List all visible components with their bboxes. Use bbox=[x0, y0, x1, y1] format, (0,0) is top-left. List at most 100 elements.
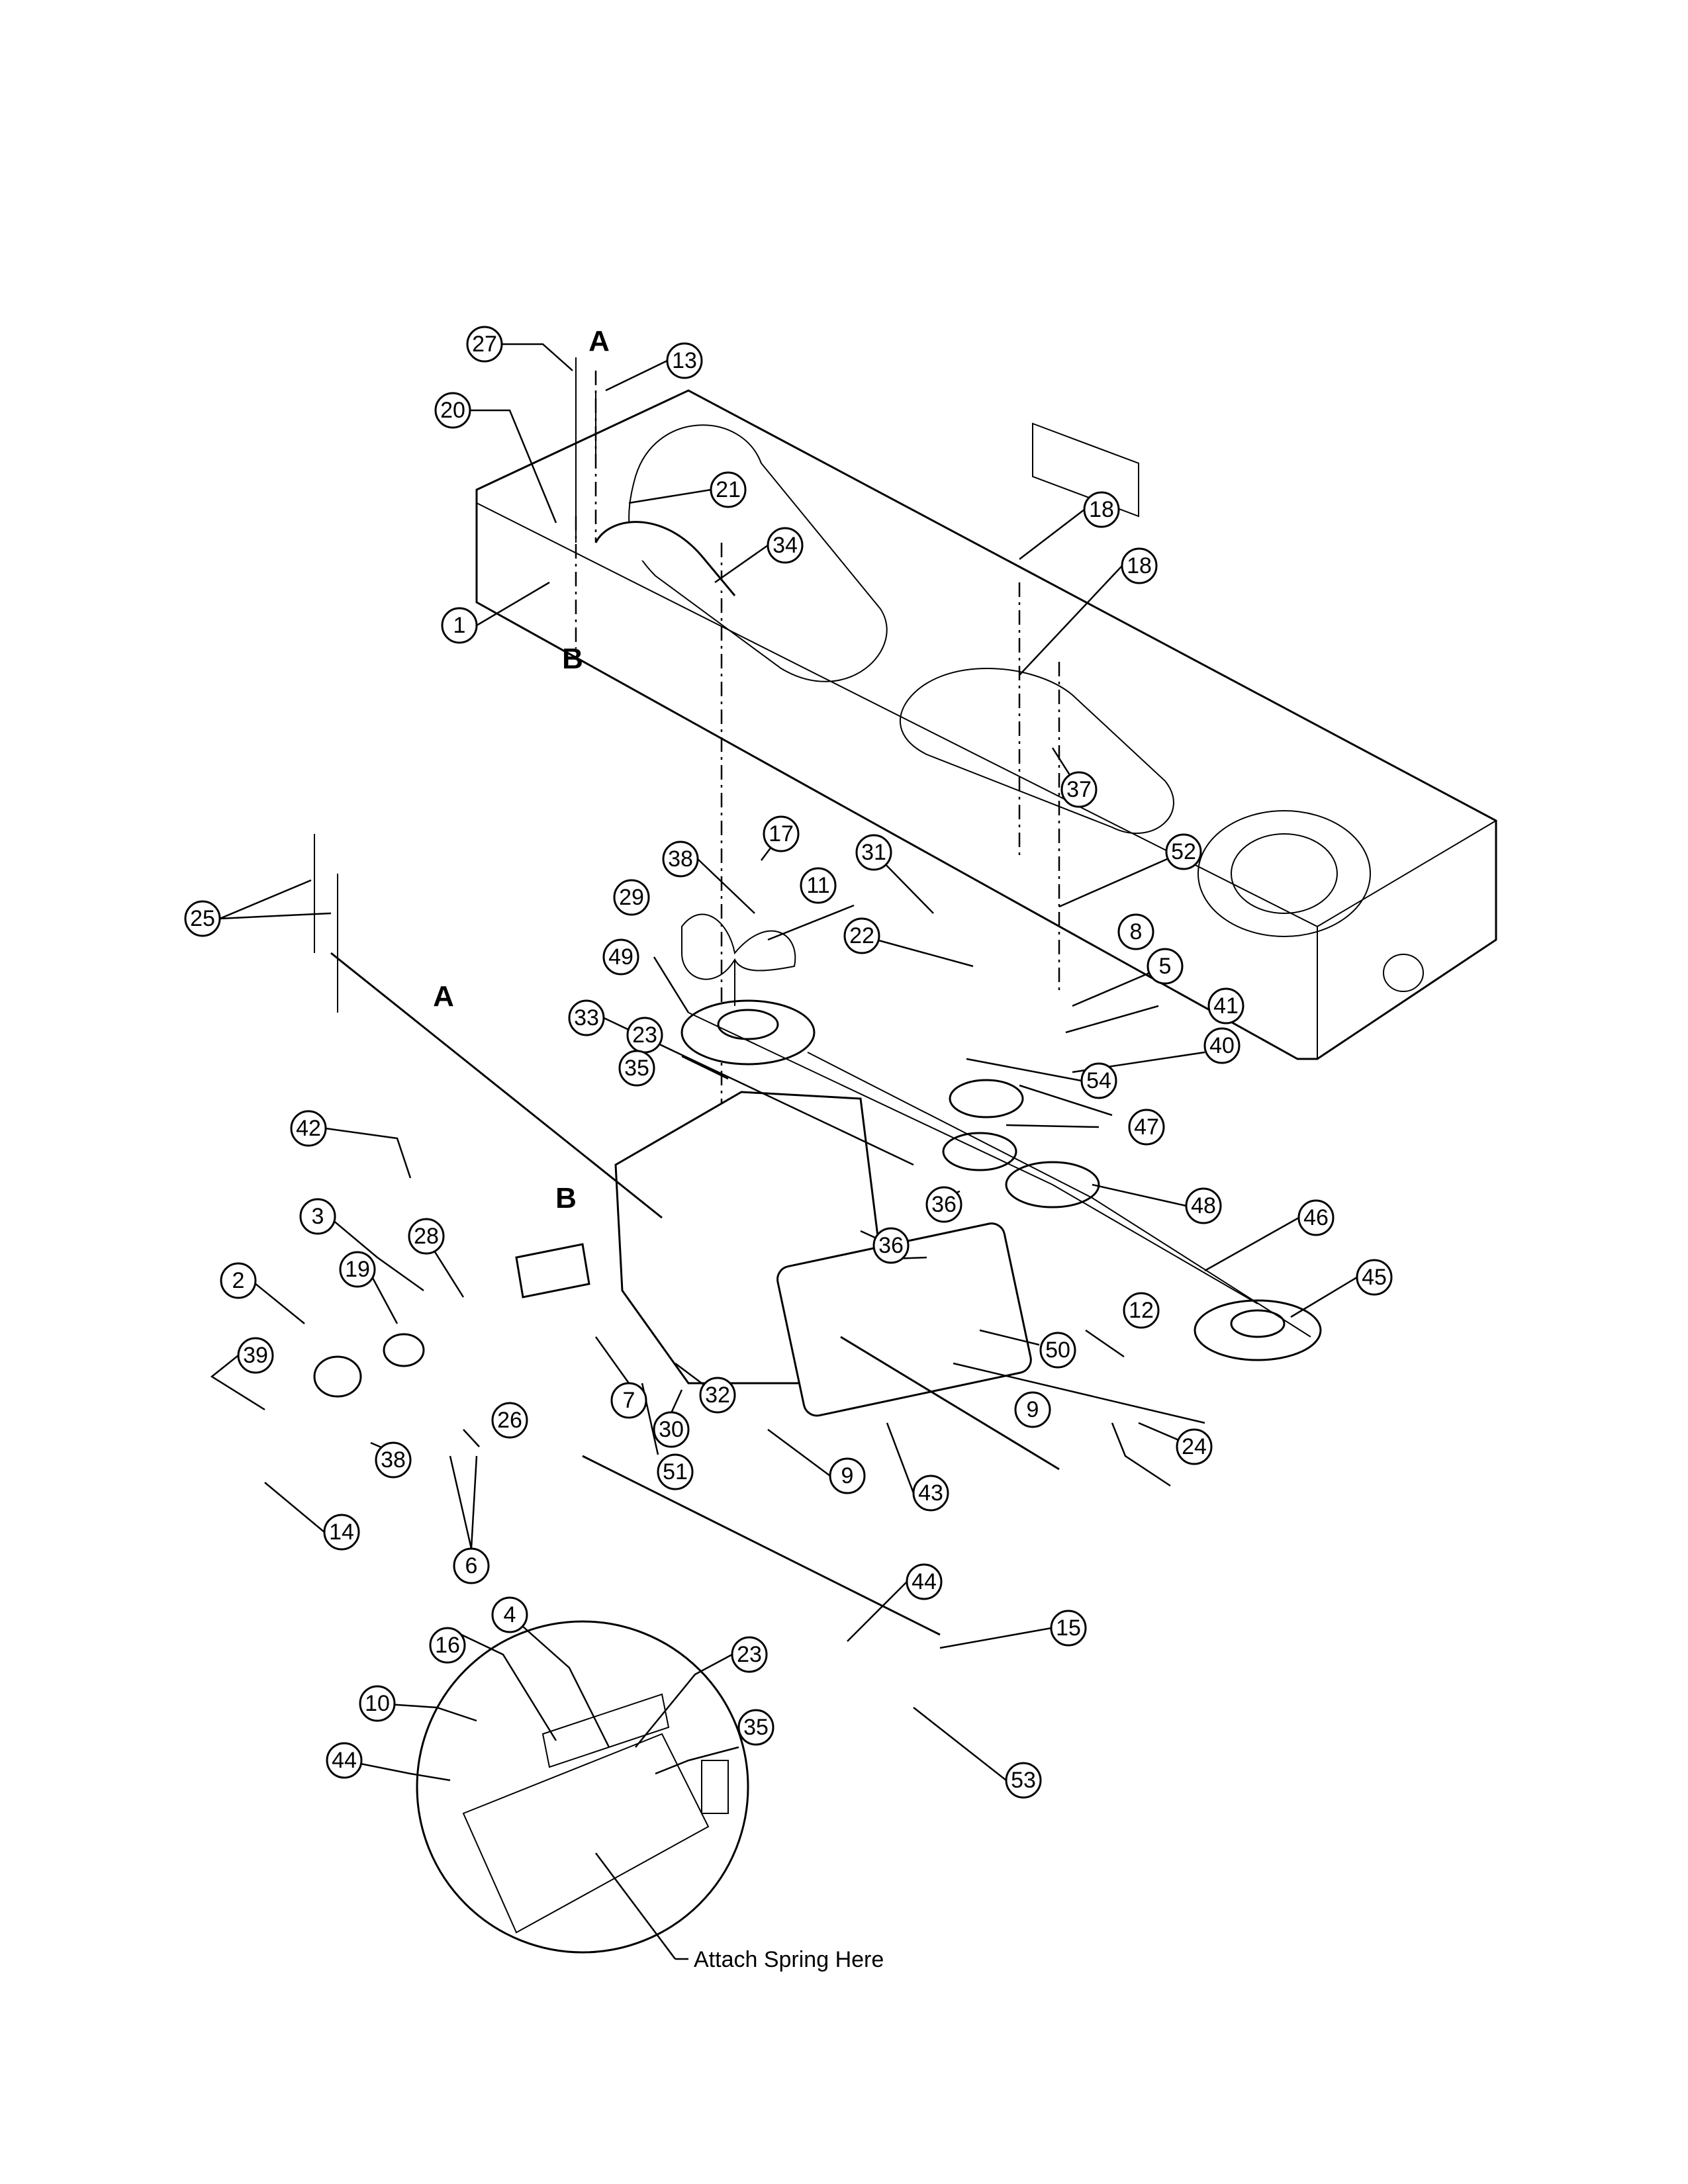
callout-39: 39 bbox=[237, 1337, 274, 1374]
reference-markers: A B A B bbox=[433, 325, 610, 1214]
svg-text:25: 25 bbox=[190, 906, 215, 931]
svg-text:16: 16 bbox=[435, 1633, 460, 1658]
svg-text:54: 54 bbox=[1086, 1068, 1111, 1093]
svg-text:10: 10 bbox=[365, 1691, 390, 1716]
callout-10: 10 bbox=[359, 1685, 396, 1722]
attach-spring-note: Attach Spring Here bbox=[694, 1947, 884, 1972]
svg-text:26: 26 bbox=[497, 1408, 522, 1433]
marker-b-bottom: B bbox=[555, 1182, 577, 1214]
svg-text:53: 53 bbox=[1011, 1768, 1036, 1793]
svg-text:21: 21 bbox=[716, 477, 741, 502]
svg-text:18: 18 bbox=[1127, 553, 1152, 578]
svg-text:1: 1 bbox=[453, 613, 466, 638]
svg-text:24: 24 bbox=[1182, 1434, 1207, 1459]
callout-46: 46 bbox=[1297, 1199, 1335, 1236]
callout-31: 31 bbox=[855, 834, 892, 871]
callout-27: 27 bbox=[466, 326, 503, 363]
svg-text:35: 35 bbox=[743, 1715, 769, 1740]
callout-36b: 36 bbox=[872, 1227, 910, 1264]
callout-44a: 44 bbox=[906, 1563, 943, 1600]
callout-45: 45 bbox=[1356, 1259, 1393, 1296]
marker-a-top: A bbox=[588, 325, 610, 357]
callout-1: 1 bbox=[441, 607, 478, 644]
callout-35b: 35 bbox=[737, 1709, 774, 1746]
svg-text:13: 13 bbox=[672, 348, 697, 373]
callout-47: 47 bbox=[1128, 1109, 1165, 1146]
frame bbox=[475, 389, 1498, 1060]
callout-54: 54 bbox=[1080, 1062, 1117, 1099]
callout-34: 34 bbox=[767, 527, 804, 564]
svg-text:31: 31 bbox=[861, 840, 886, 865]
callouts: 27 13 20 21 34 1 18 18 37 52 17 38 11 29… bbox=[184, 326, 1393, 1799]
callout-30: 30 bbox=[653, 1411, 690, 1448]
marker-a-bottom: A bbox=[433, 980, 454, 1013]
svg-text:9: 9 bbox=[841, 1463, 854, 1488]
marker-b-top: B bbox=[562, 643, 583, 675]
svg-text:47: 47 bbox=[1134, 1115, 1159, 1140]
callout-20: 20 bbox=[434, 392, 471, 429]
svg-text:9: 9 bbox=[1027, 1397, 1039, 1422]
callout-37: 37 bbox=[1060, 771, 1098, 808]
callout-53: 53 bbox=[1005, 1762, 1042, 1799]
callout-16: 16 bbox=[429, 1627, 466, 1664]
transmission-assembly bbox=[614, 913, 1322, 1417]
svg-text:48: 48 bbox=[1191, 1193, 1216, 1218]
svg-text:28: 28 bbox=[414, 1224, 439, 1249]
callout-21: 21 bbox=[710, 471, 747, 508]
callout-13: 13 bbox=[666, 342, 703, 379]
svg-text:32: 32 bbox=[705, 1383, 730, 1408]
svg-text:49: 49 bbox=[608, 944, 633, 970]
callout-24: 24 bbox=[1176, 1428, 1213, 1465]
callout-33: 33 bbox=[568, 999, 605, 1036]
svg-text:50: 50 bbox=[1045, 1338, 1070, 1363]
callout-2: 2 bbox=[220, 1262, 257, 1299]
callout-28: 28 bbox=[408, 1218, 445, 1255]
spring-note: Attach Spring Here bbox=[595, 1852, 884, 1972]
svg-text:27: 27 bbox=[472, 332, 497, 357]
svg-text:15: 15 bbox=[1056, 1615, 1081, 1641]
svg-text:38: 38 bbox=[668, 846, 693, 872]
svg-text:39: 39 bbox=[243, 1343, 268, 1368]
svg-text:5: 5 bbox=[1159, 954, 1172, 979]
callout-22: 22 bbox=[843, 917, 880, 954]
callout-48: 48 bbox=[1185, 1187, 1222, 1224]
callout-49: 49 bbox=[602, 938, 639, 976]
callout-32: 32 bbox=[699, 1377, 736, 1414]
callout-4: 4 bbox=[491, 1596, 528, 1633]
callout-35a: 35 bbox=[618, 1050, 655, 1087]
svg-text:33: 33 bbox=[574, 1005, 599, 1030]
svg-text:23: 23 bbox=[737, 1642, 762, 1667]
svg-text:4: 4 bbox=[504, 1602, 516, 1627]
svg-text:22: 22 bbox=[849, 923, 874, 948]
svg-text:44: 44 bbox=[912, 1569, 937, 1594]
svg-text:7: 7 bbox=[623, 1388, 635, 1413]
svg-text:42: 42 bbox=[296, 1116, 321, 1141]
callout-14: 14 bbox=[323, 1514, 360, 1551]
svg-text:23: 23 bbox=[632, 1023, 657, 1048]
callout-18b: 18 bbox=[1121, 547, 1158, 584]
callout-50: 50 bbox=[1039, 1332, 1076, 1369]
svg-text:34: 34 bbox=[773, 533, 798, 558]
callout-7: 7 bbox=[610, 1382, 647, 1419]
callout-41: 41 bbox=[1207, 987, 1244, 1024]
svg-text:11: 11 bbox=[806, 873, 829, 898]
callout-3: 3 bbox=[299, 1198, 336, 1235]
inset-detail bbox=[416, 1620, 749, 1954]
svg-text:51: 51 bbox=[663, 1459, 688, 1484]
callout-36a: 36 bbox=[925, 1186, 962, 1223]
callout-9a: 9 bbox=[1014, 1391, 1051, 1428]
callout-43: 43 bbox=[912, 1475, 949, 1512]
svg-text:18: 18 bbox=[1089, 497, 1114, 522]
callout-17: 17 bbox=[763, 815, 800, 852]
svg-text:19: 19 bbox=[345, 1257, 370, 1282]
svg-text:6: 6 bbox=[465, 1553, 478, 1578]
callout-23a: 23 bbox=[626, 1017, 663, 1054]
svg-text:8: 8 bbox=[1130, 919, 1143, 944]
svg-text:12: 12 bbox=[1129, 1298, 1154, 1323]
svg-text:43: 43 bbox=[918, 1480, 943, 1506]
callout-6: 6 bbox=[453, 1547, 490, 1584]
svg-text:2: 2 bbox=[232, 1268, 245, 1293]
svg-text:29: 29 bbox=[619, 885, 644, 910]
svg-text:45: 45 bbox=[1362, 1265, 1387, 1290]
